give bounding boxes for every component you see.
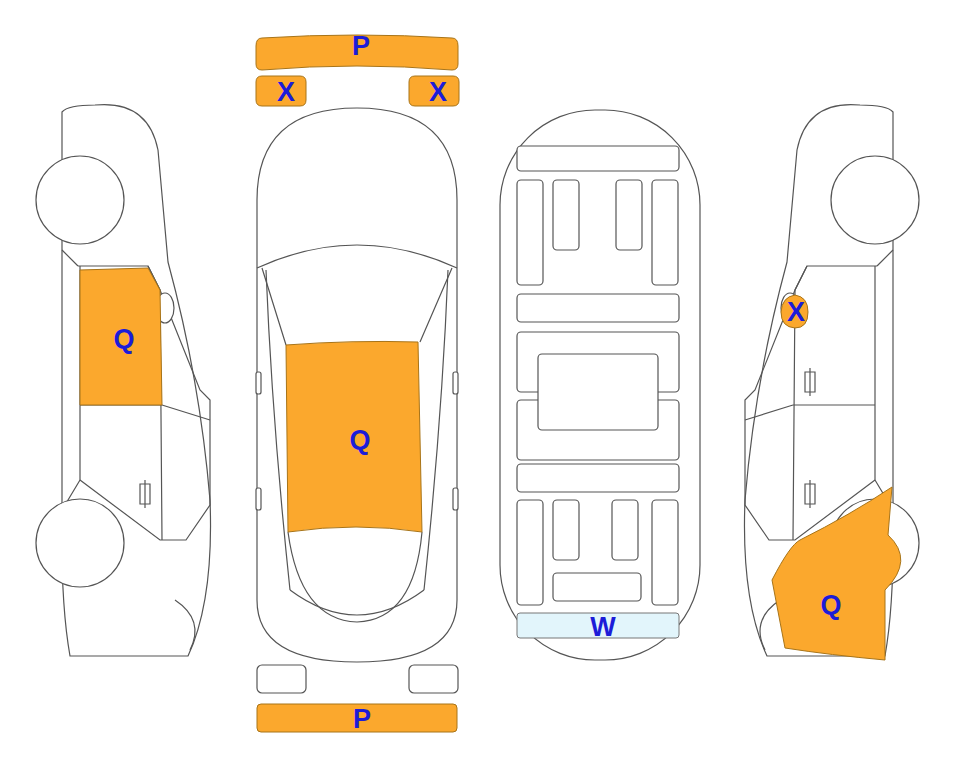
damage-code: Q (113, 326, 134, 353)
area-outline (781, 295, 808, 328)
damage-code: P (353, 706, 371, 733)
damage-area: Q (284, 340, 424, 535)
area-shape (770, 485, 892, 663)
damage-area: P (255, 702, 459, 734)
area-outline (286, 341, 422, 532)
damage-area: Q (770, 485, 892, 663)
underbody-panel (517, 146, 679, 171)
area-outline (409, 76, 459, 106)
damage-code: Q (349, 427, 370, 454)
underbody-panel (652, 180, 678, 285)
underbody-panel (553, 573, 641, 601)
underside-view (500, 110, 700, 660)
damage-area: X (777, 292, 813, 332)
damage-area: Q (78, 266, 164, 408)
damage-code: Q (820, 592, 841, 619)
underbody-panel (517, 294, 679, 322)
area-outline (256, 76, 306, 106)
damage-code: X (429, 79, 447, 106)
top-view (256, 108, 458, 693)
underbody-panel (652, 500, 678, 605)
damage-area: X (254, 74, 308, 108)
area-outline (257, 704, 457, 732)
underbody-panel (517, 464, 679, 492)
damage-code: X (277, 79, 295, 106)
area-outline (80, 268, 162, 405)
damage-code: P (352, 33, 370, 60)
underbody-panel (517, 180, 543, 285)
underbody-panel (616, 180, 642, 250)
underbody-panel (553, 500, 579, 560)
underbody-panel (612, 500, 638, 560)
damage-code: X (787, 299, 805, 326)
damage-area: W (515, 611, 681, 640)
damage-code: W (590, 614, 615, 641)
underbody-panel (517, 500, 543, 605)
left-side-view (36, 105, 211, 656)
damage-area: P (255, 36, 459, 72)
underbody-panel (538, 354, 658, 430)
damage-area: X (407, 74, 461, 108)
area-outline (772, 487, 901, 660)
underbody-panel (553, 180, 579, 250)
